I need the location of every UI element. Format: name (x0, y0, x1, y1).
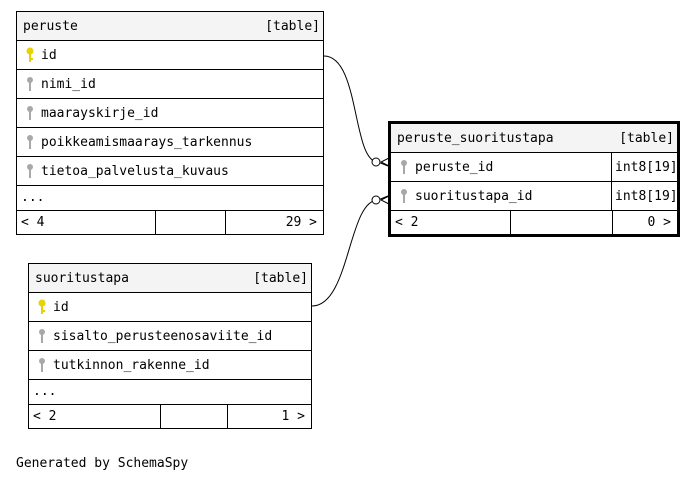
key-icon (401, 189, 407, 203)
column-row[interactable]: suoritustapa_id int8[19] (391, 182, 678, 211)
column-name: tutkinnon_rakenne_id (53, 357, 210, 373)
primary-key-icon (38, 299, 46, 314)
more-columns[interactable]: ... (17, 186, 323, 211)
children-count[interactable]: 1 > (281, 409, 305, 424)
table-footer: < 2 0 > (391, 211, 677, 234)
column-row[interactable]: id (29, 293, 311, 322)
footer-spacer (511, 211, 613, 234)
primary-key-icon (26, 47, 34, 62)
table-header[interactable]: suoritustapa [table] (29, 264, 311, 293)
column-row[interactable]: peruste_id int8[19] (391, 153, 678, 182)
column-row[interactable]: poikkeamismaarays_tarkennus (17, 128, 323, 157)
footer-spacer (161, 405, 228, 428)
parents-count[interactable]: < 2 (391, 211, 511, 234)
more-columns[interactable]: ... (29, 380, 311, 405)
link-peruste-to-peruste-suoritustapa (323, 55, 389, 167)
column-name: id (53, 299, 69, 315)
column-name: poikkeamismaarays_tarkennus (41, 134, 253, 150)
column-type: int8[19] (611, 182, 678, 210)
children-count[interactable]: 0 > (647, 215, 671, 230)
table-footer: < 2 1 > (29, 405, 311, 428)
generated-by-label: Generated by SchemaSpy (16, 456, 189, 471)
table-footer: < 4 29 > (17, 211, 323, 234)
table-name: suoritustapa (35, 270, 129, 286)
table-suoritustapa[interactable]: suoritustapa [table] id sisalto_perustee… (28, 263, 312, 429)
key-icon (401, 160, 407, 174)
column-row[interactable]: sisalto_perusteenosaviite_id (29, 322, 311, 351)
parents-count[interactable]: < 4 (17, 211, 156, 234)
table-type: [table] (265, 18, 320, 34)
link-suoritustapa-crowfoot (380, 195, 390, 205)
link-peruste-crowfoot (380, 157, 390, 167)
table-name: peruste (23, 18, 78, 34)
column-name: peruste_id (415, 159, 494, 175)
table-name: peruste_suoritustapa (397, 130, 554, 146)
column-name: suoritustapa_id (415, 188, 533, 204)
table-type: [table] (253, 270, 308, 286)
parents-count[interactable]: < 2 (29, 405, 161, 428)
key-icon (39, 329, 45, 343)
key-icon (27, 77, 33, 91)
column-name: maarayskirje_id (41, 105, 159, 121)
column-type: int8[19] (611, 153, 678, 181)
table-header[interactable]: peruste [table] (17, 12, 323, 41)
link-suoritustapa-zero-marker (371, 195, 381, 205)
link-peruste-zero-marker (371, 157, 381, 167)
footer-spacer (156, 211, 226, 234)
table-type: [table] (619, 130, 674, 146)
table-peruste-suoritustapa[interactable]: peruste_suoritustapa [table] peruste_id … (388, 121, 680, 237)
column-row[interactable]: nimi_id (17, 70, 323, 99)
key-icon (27, 135, 33, 149)
column-name: tietoa_palvelusta_kuvaus (41, 163, 229, 179)
column-row[interactable]: maarayskirje_id (17, 99, 323, 128)
children-count[interactable]: 29 > (285, 215, 317, 230)
column-row[interactable]: tietoa_palvelusta_kuvaus (17, 157, 323, 186)
table-header[interactable]: peruste_suoritustapa [table] (391, 124, 677, 153)
table-peruste[interactable]: peruste [table] id nimi_id maarayskirje_… (16, 11, 324, 235)
key-icon (27, 106, 33, 120)
column-name: sisalto_perusteenosaviite_id (53, 328, 273, 344)
column-name: id (41, 47, 57, 63)
column-row[interactable]: tutkinnon_rakenne_id (29, 351, 311, 380)
key-icon (27, 164, 33, 178)
column-name: nimi_id (41, 76, 96, 92)
column-row[interactable]: id (17, 41, 323, 70)
key-icon (39, 358, 45, 372)
